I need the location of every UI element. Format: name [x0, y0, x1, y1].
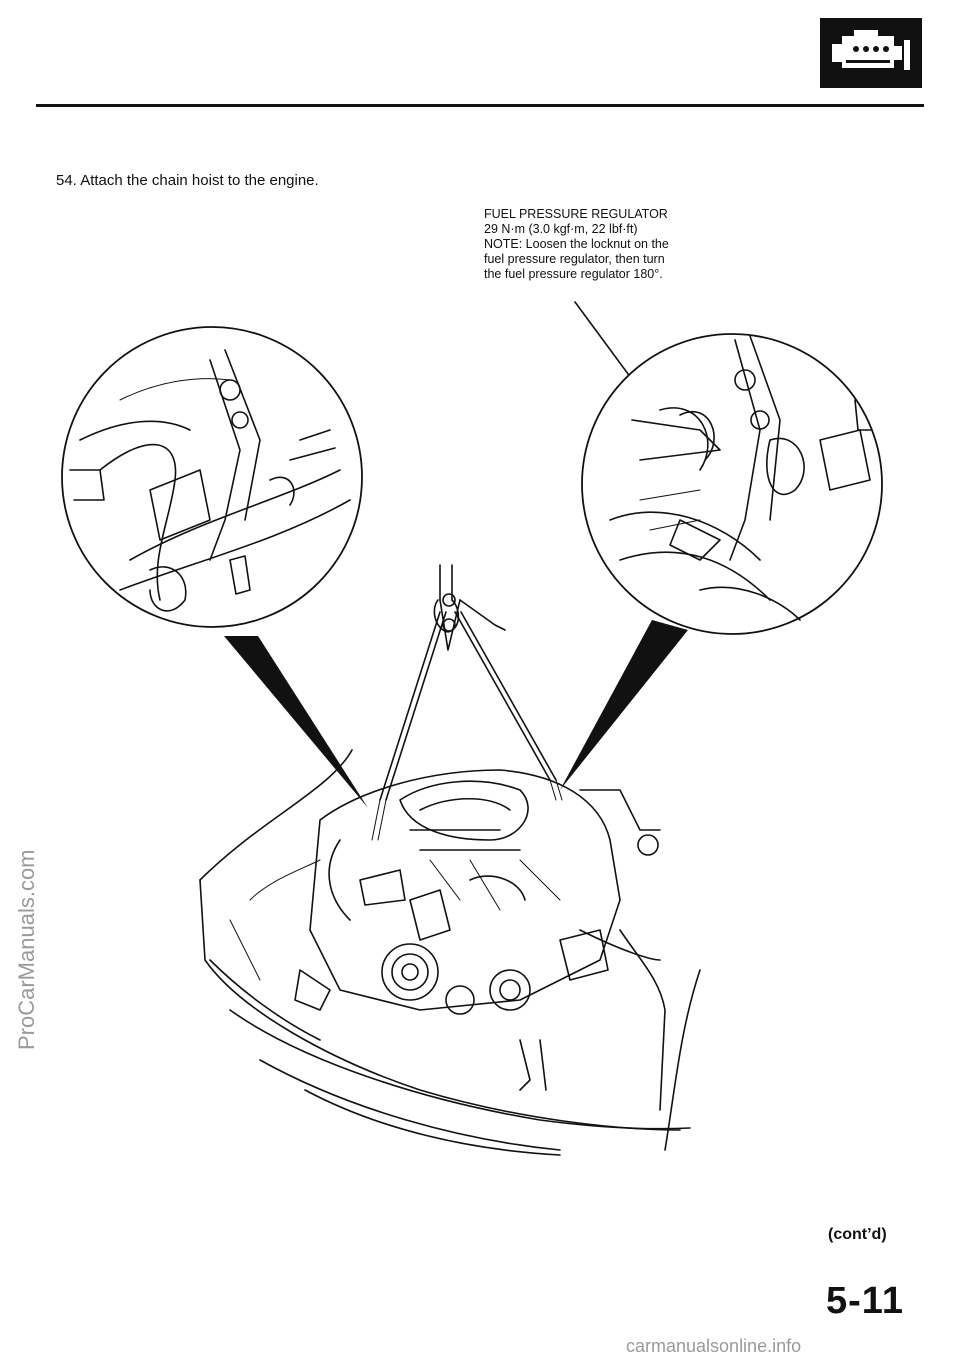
- chain-hoist: [371, 564, 563, 841]
- engine-section-icon: [820, 18, 922, 88]
- callout-note-line-3: the fuel pressure regulator 180°.: [484, 267, 663, 281]
- watermark-left-text: ProCarManuals.com: [14, 849, 39, 1050]
- right-detail-view: [581, 333, 883, 635]
- left-detail-view: [61, 326, 363, 628]
- fuel-pressure-regulator-callout: FUEL PRESSURE REGULATOR 29 N·m (3.0 kgf·…: [484, 207, 669, 282]
- callout-note-line-1: NOTE: Loosen the locknut on the: [484, 237, 669, 251]
- header-rule: [36, 104, 924, 107]
- watermark-bottom: carmanualsonline.info: [626, 1336, 802, 1356]
- callout-note-line-2: fuel pressure regulator, then turn: [484, 252, 665, 266]
- vehicle-front-outline: [199, 749, 701, 1156]
- step-instruction: 54. Attach the chain hoist to the engine…: [56, 172, 319, 189]
- engine-assembly: [309, 769, 661, 1015]
- right-view-pointer: [560, 620, 688, 790]
- left-view-pointer: [224, 636, 368, 808]
- page-number: 5-11: [826, 1280, 904, 1322]
- callout-part-name: FUEL PRESSURE REGULATOR: [484, 207, 668, 221]
- continued-label: (cont’d): [828, 1226, 887, 1243]
- callout-torque: 29 N·m (3.0 kgf·m, 22 lbf·ft): [484, 222, 638, 236]
